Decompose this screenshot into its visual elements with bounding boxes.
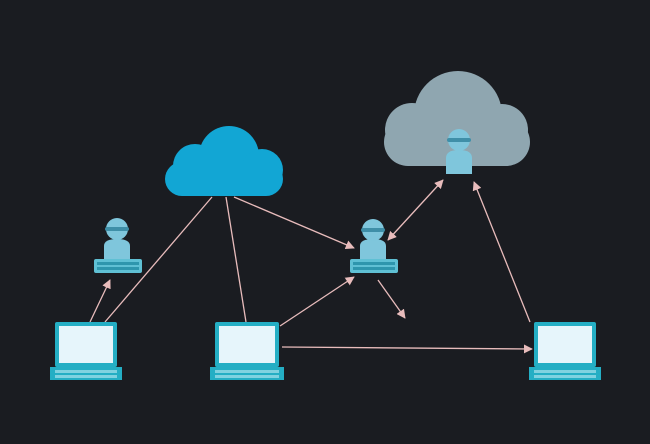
user-in-cloud-icon [446,129,472,174]
user-left-icon [94,218,142,273]
user-center-icon [350,219,398,273]
edge-laptop-left-to-user-left [89,279,111,323]
connectors [89,179,533,354]
laptop-right-icon [529,322,601,380]
edge-user-center-open [377,279,406,319]
edge-cloud-primary-to-laptop-center [225,196,247,323]
edge-laptop-center-to-user-center [279,276,355,327]
laptop-center-icon [210,322,284,380]
edge-user-center-to-user-in-cloud [387,179,444,241]
edge-laptop-center-to-laptop-right [281,344,533,354]
edge-laptop-right-to-cloud-secondary [472,181,531,323]
cloud-primary-icon [165,126,283,196]
edge-cloud-primary-to-user-center [233,196,355,249]
edge-laptop-left-to-cloud-primary [104,196,213,323]
laptop-left-icon [50,322,122,380]
